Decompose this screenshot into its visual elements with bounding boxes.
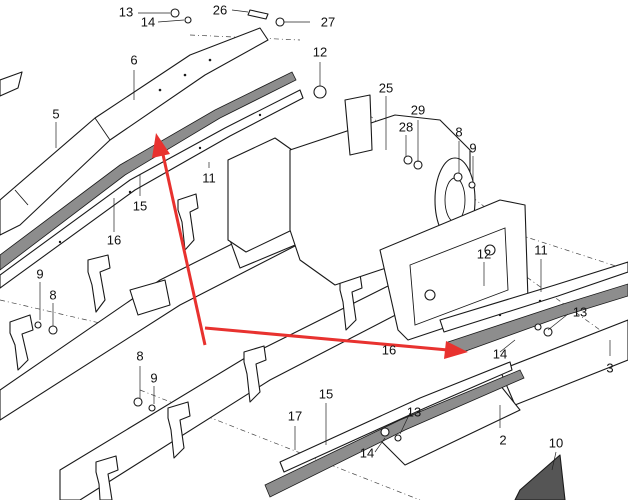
lower-strip-15-17 xyxy=(264,361,525,498)
callout-10: 10 xyxy=(548,435,564,451)
callout-8-left: 8 xyxy=(49,287,57,303)
callout-13-right: 13 xyxy=(572,304,588,320)
callout-16: 16 xyxy=(106,232,122,248)
callout-11-right: 11 xyxy=(534,242,548,258)
callout-29: 29 xyxy=(410,102,426,118)
callout-16-center: 16 xyxy=(381,342,397,358)
callout-5: 5 xyxy=(52,106,60,122)
leader-lines xyxy=(39,9,611,471)
callout-13: 13 xyxy=(118,4,134,20)
red-arrowhead-upper xyxy=(152,133,170,158)
cover-part-2-3 xyxy=(379,319,628,466)
callout-8: 8 xyxy=(455,124,463,140)
callout-11: 11 xyxy=(202,170,216,186)
callout-9-left: 9 xyxy=(36,266,44,282)
callout-13-lower: 13 xyxy=(406,404,422,420)
rail-11-upper xyxy=(0,89,304,289)
callout-26: 26 xyxy=(212,2,228,18)
fasteners xyxy=(34,8,553,442)
red-arrow-shaft-upper xyxy=(160,149,207,346)
callout-9-lower: 9 xyxy=(150,370,158,386)
callout-3: 3 xyxy=(606,360,614,376)
callout-6: 6 xyxy=(130,52,138,68)
red-arrowhead-lower xyxy=(444,341,468,359)
callout-25: 25 xyxy=(378,80,394,96)
callout-14: 14 xyxy=(140,14,156,30)
part-10-block xyxy=(514,454,566,500)
callout-14-right: 14 xyxy=(492,346,508,362)
callout-12-right: 12 xyxy=(476,246,492,262)
callout-28: 28 xyxy=(398,119,414,135)
hanger-brackets xyxy=(9,193,363,500)
callout-27: 27 xyxy=(320,14,336,30)
wear-strip-15-upper xyxy=(0,71,297,271)
red-arrow-shaft-lower xyxy=(204,326,449,352)
callout-15-lower: 15 xyxy=(318,386,334,402)
callout-14-lower: 14 xyxy=(359,445,375,461)
callout-8-lower: 8 xyxy=(136,348,144,364)
cover-part-5-6 xyxy=(0,27,269,236)
callout-12: 12 xyxy=(312,44,328,60)
callout-15: 15 xyxy=(132,198,148,214)
annotation-arrows xyxy=(152,133,468,359)
callout-17: 17 xyxy=(287,408,303,424)
left-edge-part xyxy=(0,71,23,97)
callout-9: 9 xyxy=(469,140,477,156)
callout-2: 2 xyxy=(499,432,507,448)
